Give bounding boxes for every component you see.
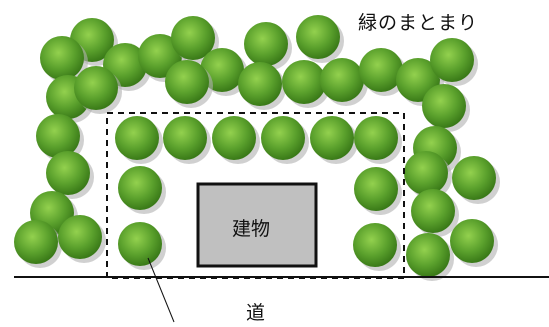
tree-icon [118,166,166,214]
tree-icon [282,60,330,108]
title: 緑のまとまり [358,12,479,34]
leader-line [147,257,175,323]
tree-icon [359,48,407,96]
tree-icon [244,22,292,70]
tree-icon [450,219,498,267]
tree-icon [296,15,344,63]
tree-icon [452,156,500,204]
tree-icon [422,84,470,132]
building-label: 建物 [232,218,271,240]
tree-icon [430,38,478,86]
tree-icon [14,220,62,268]
tree-icon [411,189,459,237]
tree-icon [320,58,368,106]
tree-icon [36,114,84,162]
road-label: 道 [246,302,266,324]
tree-icon [310,116,358,164]
tree-icon [171,16,219,64]
tree-icon [404,151,452,199]
tree-icon [118,222,166,270]
tree-icon [115,116,163,164]
tree-icon [353,223,401,271]
tree-icon [163,116,211,164]
tree-icon [74,66,122,114]
tree-icon [238,62,286,110]
building [196,182,318,268]
tree-icon [406,233,454,281]
tree-icon [354,167,402,215]
tree-icon [165,60,213,108]
tree-icon [354,116,402,164]
tree-icon [261,116,309,164]
tree-group [14,15,500,281]
tree-icon [212,116,260,164]
tree-icon [58,215,106,263]
tree-icon [40,36,88,84]
tree-icon [46,151,94,199]
